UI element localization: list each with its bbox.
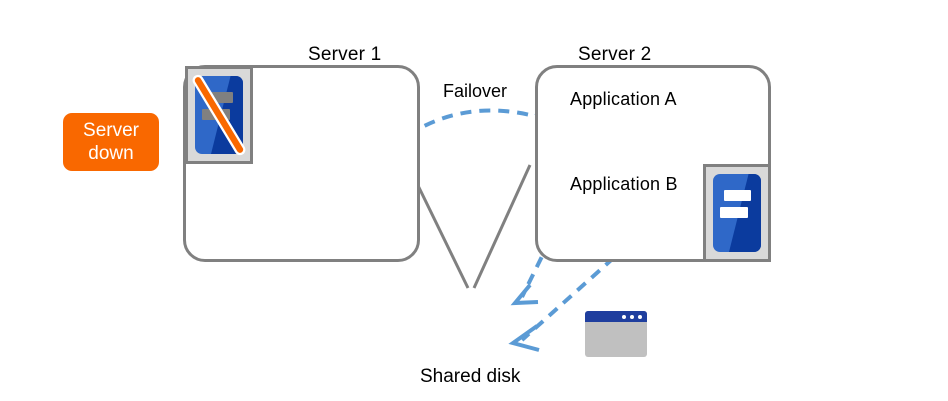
failover-arrow-path <box>406 108 546 137</box>
application-b-label: Application B <box>570 174 678 194</box>
shared-disk-label: Shared disk <box>420 366 521 387</box>
app-window-titlebar <box>585 311 647 322</box>
link-server2-disk <box>472 164 532 289</box>
server-tower-bar-2 <box>201 108 230 120</box>
status-badge-line-1: Server <box>83 120 139 141</box>
server-tower-body <box>195 76 243 154</box>
server-tower-bar-1 <box>205 91 234 103</box>
link-appA-disk-arrowhead <box>510 283 539 306</box>
server2-title: Server 2 <box>578 44 652 65</box>
server-tower-icon-server1 <box>185 66 253 164</box>
failover-label: Failover <box>443 81 508 101</box>
server1-title: Server 1 <box>308 44 382 65</box>
status-badge-server-down[interactable]: Server down <box>63 113 159 171</box>
app-window-dot-3 <box>637 314 642 319</box>
server-tower-bar-2 <box>719 206 748 218</box>
link-appB-disk-arrowhead <box>508 324 540 352</box>
server-tower-bar-1 <box>723 189 752 201</box>
server-tower-body <box>713 174 761 252</box>
status-badge-line-2: down <box>88 143 134 164</box>
application-a-label: Application A <box>570 89 677 109</box>
app-window-dot-1 <box>621 314 626 319</box>
app-window-dot-2 <box>629 314 634 319</box>
app-window-icon-a[interactable] <box>585 311 647 357</box>
server-tower-icon-server2 <box>703 164 771 262</box>
